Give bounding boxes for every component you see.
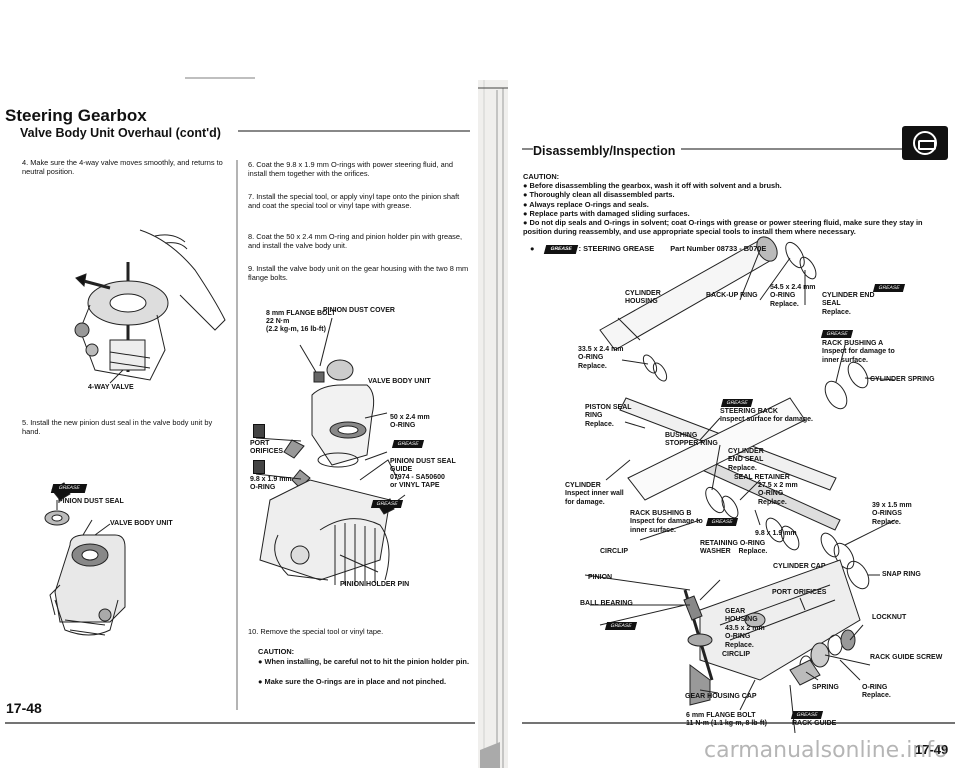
steering-icon-badge <box>902 126 948 160</box>
section-subtitle: Valve Body Unit Overhaul (cont'd) <box>20 126 221 140</box>
label-gear-housing: GEAR HOUSING <box>725 608 758 624</box>
label-seal-retainer: SEAL RETAINER <box>734 474 790 481</box>
grease-icon-ex5: GREASE <box>604 622 638 630</box>
left-caution-2: ● Make sure the O-rings are in place and… <box>258 677 447 686</box>
label-pinion: PINION <box>588 574 613 581</box>
step-5: 5. Install the new pinion dust seal in t… <box>22 418 213 437</box>
grease-icon-ex1: GREASE <box>872 284 906 292</box>
gearbox-exploded-view <box>584 236 896 734</box>
four-way-valve-illustration <box>74 229 226 384</box>
watermark: carmanualsonline.info <box>704 738 948 763</box>
fig-holder-pin: PINION HOLDER PIN <box>340 581 410 588</box>
grease-icon-ex6: GREASE <box>790 711 824 719</box>
label-snap-ring: SNAP RING <box>882 571 921 578</box>
step-6: 6. Coat the 9.8 x 1.9 mm O-rings with po… <box>248 160 453 179</box>
label-4way-valve: 4-WAY VALVE <box>88 384 134 391</box>
fig-oring-98b: O-RING <box>250 484 276 491</box>
label-cyl-end-seal-2: CYLINDER END SEAL Replace. <box>728 448 764 472</box>
oring-icon <box>253 460 265 474</box>
label-cyl-cap: CYLINDER CAP <box>773 563 826 570</box>
label-cyl-housing: CYLINDER HOUSING <box>625 290 661 306</box>
fig-pds: PINION DUST SEAL <box>390 458 456 465</box>
label-rack-bushing-a: RACK BUSHING A Inspect for damage to inn… <box>822 340 895 364</box>
label-locknut: LOCKNUT <box>872 614 907 621</box>
right-caution-list: ● Before disassembling the gearbox, wash… <box>523 181 953 237</box>
fig-vinyl: or VINYL TAPE <box>390 482 440 489</box>
label-oring-335: 33.5 x 2.4 mm O-RING Replace. <box>578 346 624 370</box>
label-piston-seal: PISTON SEAL RING Replace. <box>585 404 632 428</box>
fig-part-number: 07974 - SA50600 <box>390 474 445 481</box>
valve-body-install-illustration <box>255 317 406 586</box>
label-valve-body-unit: VALVE BODY UNIT <box>110 520 173 527</box>
grease-icon-note: GREASE <box>543 244 578 254</box>
label-cylinder: CYLINDER Inspect inner wall for damage. <box>565 482 624 506</box>
grease-icon-ex3: GREASE <box>720 399 754 407</box>
fig-guide: GUIDE <box>390 466 413 473</box>
step-10: 10. Remove the special tool or vinyl tap… <box>248 627 384 636</box>
label-cyl-end-seal: CYLINDER END SEAL Replace. <box>822 292 875 316</box>
caution-item: ● Replace parts with damaged sliding sur… <box>523 208 690 218</box>
label-spring: SPRING <box>812 684 839 691</box>
page-number-left: 17-48 <box>6 700 42 716</box>
grease-note-row: ● GREASE : STEERING GREASE Part Number 0… <box>530 244 767 254</box>
left-caution-title: CAUTION: <box>258 647 295 656</box>
fig-torque1: 22 N·m <box>266 318 290 325</box>
section-title: Steering Gearbox <box>5 106 147 125</box>
fig-flange-bolt: 8 mm FLANGE BOLT <box>266 310 336 317</box>
label-circlip: CIRCLIP <box>600 548 628 555</box>
steering-wheel-icon <box>913 131 937 155</box>
step-4: 4. Make sure the 4-way valve moves smoot… <box>22 158 223 177</box>
label-flange-bolt: 6 mm FLANGE BOLT 11 N·m (1.1 kg-m, 8 lb-… <box>686 712 767 728</box>
step-8: 8. Coat the 50 x 2.4 mm O-ring and pinio… <box>248 232 463 251</box>
port-icon <box>253 424 265 438</box>
grease-icon-center2: GREASE <box>370 500 404 508</box>
label-oring-replace: O-RING Replace. <box>862 684 891 700</box>
caution-item: ● Thoroughly clean all disassembled part… <box>523 190 675 200</box>
label-backup-ring: BACK-UP RING <box>706 292 758 299</box>
label-oring-435: 43.5 x 2 mm O-RING Replace. <box>725 625 765 649</box>
label-pinion-dust-seal: PINION DUST SEAL <box>58 498 124 505</box>
page-number-right: 17-49 <box>915 742 949 757</box>
label-oring-275: 27.5 x 2 mm O-RING Replace. <box>758 482 798 506</box>
grease-icon-ex2: GREASE <box>820 330 854 338</box>
caution-item: ● Do not dip seals and O-rings in solven… <box>523 218 923 237</box>
grease-part-number: Part Number 08733 - B070E <box>670 244 767 253</box>
label-gear-housing-cap: GEAR HOUSING CAP <box>685 693 757 700</box>
grease-note-text: : STEERING GREASE <box>578 244 655 253</box>
label-retaining-washer: RETAINING O-RING WASHER Replace. <box>700 540 768 556</box>
grease-icon-ex4: GREASE <box>705 518 739 526</box>
fig-oring-50: 50 x 2.4 mm <box>390 414 430 421</box>
step-7: 7. Install the special tool, or apply vi… <box>248 192 460 211</box>
label-rack-guide: RACK GUIDE <box>792 720 837 727</box>
grease-icon-center: GREASE <box>391 440 425 448</box>
label-oring-39: 39 x 1.5 mm O-RINGS Replace. <box>872 502 912 526</box>
label-circlip-2: CIRCLIP <box>722 651 750 658</box>
label-ball-bearing: BALL BEARING <box>580 600 633 607</box>
label-oring-545: 54.5 x 2.4 mm O-RING Replace. <box>770 284 816 308</box>
label-oring-98: 9.8 x 1.9 mm <box>755 530 797 537</box>
fig-orifices: ORIFICES <box>250 448 284 455</box>
right-caution-title: CAUTION: <box>523 172 560 181</box>
caution-item: ● Before disassembling the gearbox, wash… <box>523 181 782 190</box>
fig-valve-body-unit: VALVE BODY UNIT <box>368 378 431 385</box>
fig-oring-50b: O-RING <box>390 422 416 429</box>
fig-port: PORT <box>250 440 270 447</box>
right-title: Disassembly/Inspection <box>533 144 682 158</box>
step-9: 9. Install the valve body unit on the ge… <box>248 264 469 283</box>
label-steering-rack: STEERING RACK Inspect surface for damage… <box>720 408 813 424</box>
fig-torque2: (2.2 kg-m, 16 lb-ft) <box>266 326 326 333</box>
fig-oring-98: 9.8 x 1.9 mm <box>250 476 292 483</box>
label-rack-guide-screw: RACK GUIDE SCREW <box>870 654 943 661</box>
label-bushing-stopper: BUSHING STOPPER RING <box>665 432 718 448</box>
label-cyl-spring: CYLINDER SPRING <box>870 376 935 383</box>
left-caution-1: ● When installing, be careful not to hit… <box>258 657 469 666</box>
fig-pinion-dust-cover: PINION DUST COVER <box>323 307 395 314</box>
label-port-orifices: PORT ORIFICES <box>772 589 827 596</box>
grease-icon-left: GREASE <box>50 484 88 493</box>
label-rack-bushing-b: RACK BUSHING B Inspect for damage to inn… <box>630 510 703 534</box>
caution-item: ● Always replace O-rings and seals. <box>523 199 649 209</box>
